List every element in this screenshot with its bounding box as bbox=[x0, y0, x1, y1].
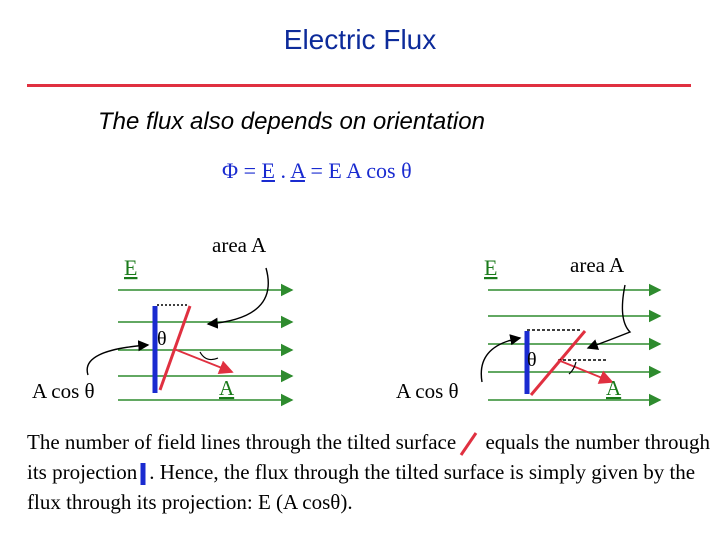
theta-arc bbox=[199, 351, 219, 361]
area-pointer-arrow bbox=[586, 284, 632, 350]
flux-formula: Φ = E . A = E A cos θ bbox=[222, 158, 412, 184]
area-pointer-arrow bbox=[206, 267, 269, 329]
formula-rest: = E A cos θ bbox=[304, 158, 412, 183]
para-part-2: equals the number through its projection bbox=[27, 430, 710, 485]
projection-bar-icon bbox=[140, 463, 146, 486]
tilted-surface bbox=[529, 330, 587, 396]
right-field-label: E bbox=[484, 255, 497, 280]
a-vector: A bbox=[290, 158, 305, 183]
right-projection-label: A cos θ bbox=[396, 379, 459, 403]
para-part-1: The number of field lines through the ti… bbox=[27, 430, 457, 454]
formula-dot: . bbox=[274, 158, 291, 183]
theta-arc bbox=[568, 361, 577, 375]
slide-title: Electric Flux bbox=[283, 24, 437, 55]
slide-subtitle: The flux also depends on orientation bbox=[98, 108, 485, 135]
right-theta-label: θ bbox=[527, 349, 537, 371]
right-diagram: E area A θ A cos θ A bbox=[396, 253, 662, 407]
left-field-label: E bbox=[124, 255, 137, 280]
formula-equals: = bbox=[238, 158, 262, 183]
left-theta-label: θ bbox=[157, 328, 167, 350]
tilted-surface bbox=[158, 305, 192, 391]
left-projection-label: A cos θ bbox=[32, 379, 95, 403]
left-area-label: area A bbox=[212, 233, 267, 257]
projection-pointer-arrow bbox=[480, 334, 522, 383]
tilted-surface-icon bbox=[459, 432, 478, 457]
projection-pointer-arrow bbox=[86, 340, 150, 376]
right-area-label: area A bbox=[570, 253, 625, 277]
normal-vector-arrow bbox=[173, 348, 234, 375]
e-vector: E bbox=[261, 158, 275, 183]
right-normal-label: A bbox=[606, 376, 622, 400]
explanation-paragraph: The number of field lines through the ti… bbox=[27, 427, 717, 517]
left-diagram: E area A θ A cos θ A bbox=[32, 233, 294, 407]
left-normal-label: A bbox=[219, 376, 235, 400]
flux-diagrams: E area A θ A cos θ A E area A θ A cos θ … bbox=[32, 233, 662, 407]
normal-vector-arrow bbox=[557, 359, 614, 384]
phi-symbol: Φ bbox=[222, 158, 239, 183]
left-field-lines bbox=[118, 283, 294, 407]
title-divider bbox=[27, 84, 691, 87]
para-part-3: . Hence, the flux through the tilted sur… bbox=[27, 460, 696, 515]
